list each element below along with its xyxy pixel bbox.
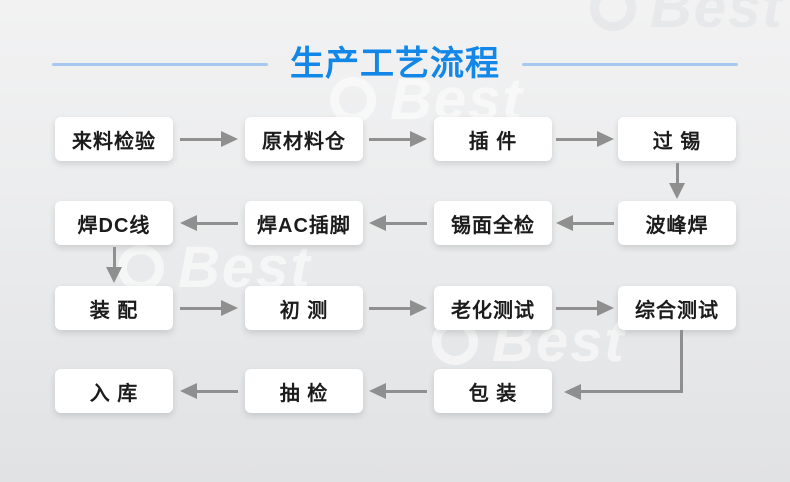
process-step-insertion: 插 件 [434,117,552,161]
process-step-incoming-inspection: 来料检验 [55,117,173,161]
arrow-right-icon [180,131,238,147]
title-divider-left [52,62,268,66]
arrow-left-icon [180,383,238,399]
process-step-solder-ac-pins: 焊AC插脚 [245,201,363,245]
process-step-wave-soldering: 波峰焊 [618,201,736,245]
elbow-connector-horizontal [580,390,683,393]
process-step-raw-material-warehouse: 原材料仓 [245,117,363,161]
process-step-sampling-inspection: 抽 检 [245,369,363,413]
arrow-right-icon [556,300,614,316]
process-step-initial-test: 初 测 [245,286,363,330]
arrow-left-icon [556,215,614,231]
arrow-right-icon [369,300,427,316]
elbow-connector-vertical [680,330,683,392]
brand-watermark: Best [590,0,784,41]
process-step-warehousing: 入 库 [55,369,173,413]
arrow-left-icon [369,383,427,399]
page-title: 生产工艺流程 [290,45,500,83]
diagram-header: 生产工艺流程 [0,40,790,88]
arrow-down-icon [106,247,122,283]
process-step-tinning: 过 锡 [618,117,736,161]
brand-logo-icon [118,244,164,291]
brand-logo-icon [590,0,636,31]
process-step-comprehensive-test: 综合测试 [618,286,736,330]
process-step-solder-surface-full-inspection: 锡面全检 [434,201,552,245]
arrow-right-icon [180,300,238,316]
arrow-right-icon [369,131,427,147]
process-step-solder-dc-wire: 焊DC线 [55,201,173,245]
arrow-left-icon [180,215,238,231]
process-step-packaging: 包 装 [434,369,552,413]
arrow-left-icon [564,384,581,400]
arrow-down-icon [669,163,685,199]
process-step-aging-test: 老化测试 [434,286,552,330]
arrow-left-icon [369,215,427,231]
title-divider-right [522,62,738,66]
process-step-assembly: 装 配 [55,286,173,330]
arrow-right-icon [556,131,614,147]
watermark-text: Best [650,0,784,40]
